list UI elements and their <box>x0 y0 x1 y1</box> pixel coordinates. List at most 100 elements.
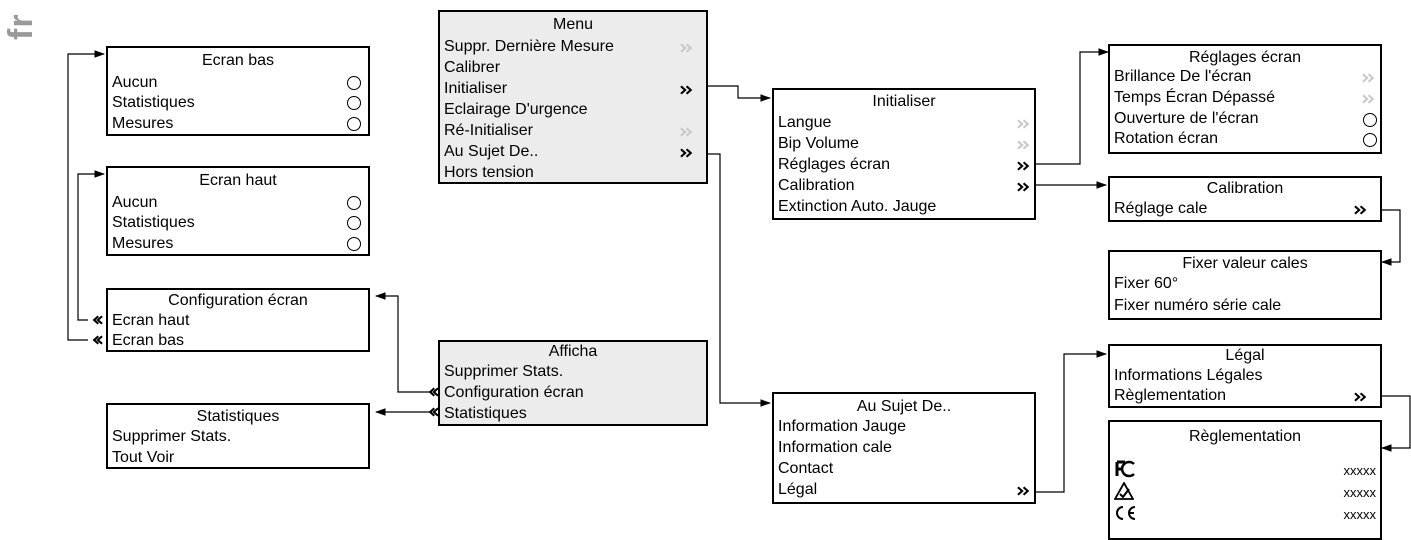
config-ecran-box: Configuration écran Ecran haut Ecran bas <box>106 288 370 352</box>
au-sujet-item[interactable]: Information cale <box>778 439 892 456</box>
radio-circle-icon[interactable] <box>346 195 362 211</box>
chevron-double-right-icon[interactable] <box>1354 205 1369 215</box>
au-sujet-box: Au Sujet De.. Information Jauge Informat… <box>772 392 1036 504</box>
option-item[interactable]: Mesures <box>112 235 174 252</box>
affichage-item[interactable]: Supprimer Stats. <box>444 363 564 380</box>
affichage-title: Afficha <box>548 343 598 360</box>
connector-initialiser-reglages <box>1022 48 1110 165</box>
menu-item[interactable]: Initialiser <box>444 80 508 97</box>
option-item[interactable]: Statistiques <box>112 94 195 111</box>
fixer-item[interactable]: Fixer numéro série cale <box>1114 297 1282 314</box>
affichage-box: Afficha Supprimer Stats. Configuration é… <box>438 340 708 426</box>
menu-title: Menu <box>552 16 594 33</box>
config-ecran-title: Configuration écran <box>168 292 308 309</box>
initialiser-item[interactable]: Bip Volume <box>778 135 859 152</box>
connector-legal-reglementation <box>1368 395 1411 452</box>
option-item[interactable]: Aucun <box>112 74 158 91</box>
connector-calibration-fixer <box>1368 209 1401 266</box>
radio-circle-icon[interactable] <box>346 75 362 91</box>
rcm-value: xxxxx <box>1343 485 1377 500</box>
config-item-ecran-haut[interactable]: Ecran haut <box>112 312 190 329</box>
radio-circle-icon[interactable] <box>346 215 362 231</box>
connector-affichage-config <box>374 292 432 393</box>
reglementation-title: Règlementation <box>1188 428 1302 445</box>
menu-item[interactable]: Suppr. Dernière Mesure <box>444 38 614 55</box>
calibration-title: Calibration <box>1206 180 1284 197</box>
chevron-double-right-icon-gray <box>680 127 695 137</box>
connector-au-sujet-legal <box>1022 350 1108 493</box>
menu-item[interactable]: Au Sujet De.. <box>444 143 539 160</box>
radio-circle-icon[interactable] <box>1362 132 1378 148</box>
calibration-box: Calibration Réglage cale <box>1108 176 1382 222</box>
option-item[interactable]: Aucun <box>112 194 158 211</box>
statistiques-item[interactable]: Tout Voir <box>112 449 175 466</box>
fcc-value: xxxxx <box>1343 463 1377 478</box>
au-sujet-title: Au Sujet De.. <box>856 398 952 415</box>
affichage-item[interactable]: Configuration écran <box>444 384 584 401</box>
chevron-double-left-icon[interactable] <box>424 387 439 397</box>
statistiques-item[interactable]: Supprimer Stats. <box>112 428 232 445</box>
reglages-item[interactable]: Ouverture de l'écran <box>1114 110 1259 127</box>
ecran-bas-title: Ecran bas <box>201 52 275 69</box>
legal-box: Légal Informations Légales Règlementatio… <box>1108 344 1382 408</box>
initialiser-item[interactable]: Langue <box>778 114 832 131</box>
initialiser-item[interactable]: Calibration <box>778 177 855 194</box>
chevron-double-left-icon[interactable] <box>424 407 439 417</box>
connector-config-ecran-bas <box>67 50 106 341</box>
initialiser-item[interactable]: Réglages écran <box>778 156 891 173</box>
menu-item[interactable]: Hors tension <box>444 164 534 181</box>
chevron-double-right-icon[interactable] <box>1017 161 1032 171</box>
menu-item[interactable]: Eclairage D'urgence <box>444 101 588 118</box>
chevron-double-right-icon[interactable] <box>680 148 695 158</box>
connector-menu-initialiser <box>698 85 772 102</box>
legal-item[interactable]: Informations Légales <box>1114 367 1263 384</box>
chevron-double-right-icon-gray <box>1017 140 1032 150</box>
menu-item[interactable]: Calibrer <box>444 59 501 76</box>
menu-item[interactable]: Ré-Initialiser <box>444 122 533 139</box>
chevron-double-left-icon[interactable] <box>88 315 103 325</box>
radio-circle-icon[interactable] <box>346 95 362 111</box>
reglages-ecran-title: Réglages écran <box>1188 49 1302 66</box>
initialiser-title: Initialiser <box>872 93 936 110</box>
ce-mark-icon <box>1116 506 1136 520</box>
au-sujet-item[interactable]: Information Jauge <box>778 418 907 435</box>
reglages-ecran-box: Réglages écran Brillance De l'écran Temp… <box>1108 44 1382 154</box>
affichage-item[interactable]: Statistiques <box>444 405 527 422</box>
chevron-double-left-icon[interactable] <box>88 335 103 345</box>
radio-circle-icon[interactable] <box>346 116 362 132</box>
legal-item[interactable]: Règlementation <box>1114 387 1227 404</box>
chevron-double-right-icon-gray <box>680 43 695 53</box>
au-sujet-item[interactable]: Légal <box>778 481 818 498</box>
ecran-haut-title: Ecran haut <box>199 172 277 189</box>
statistiques-box: Statistiques Supprimer Stats. Tout Voir <box>106 403 370 469</box>
reglementation-box: Règlementation xxxxx xxxxx xxxxx <box>1108 420 1382 540</box>
initialiser-item[interactable]: Extinction Auto. Jauge <box>778 198 937 215</box>
option-item[interactable]: Mesures <box>112 115 174 132</box>
option-item[interactable]: Statistiques <box>112 214 195 231</box>
calibration-item[interactable]: Réglage cale <box>1114 200 1208 217</box>
chevron-double-right-icon-gray <box>1017 119 1032 129</box>
au-sujet-item[interactable]: Contact <box>778 460 834 477</box>
statistiques-title: Statistiques <box>196 408 280 425</box>
chevron-double-right-icon[interactable] <box>1017 486 1032 496</box>
config-item-ecran-bas[interactable]: Ecran bas <box>112 332 185 349</box>
ce-value: xxxxx <box>1343 507 1377 522</box>
chevron-double-right-icon[interactable] <box>1017 182 1032 192</box>
radio-circle-icon[interactable] <box>346 236 362 252</box>
ecran-bas-box: Ecran bas Aucun Statistiques Mesures <box>106 46 370 136</box>
initialiser-box: Initialiser Langue Bip Volume Réglages é… <box>772 88 1036 220</box>
radio-circle-icon[interactable] <box>1362 112 1378 128</box>
fixer-item[interactable]: Fixer 60° <box>1114 275 1179 292</box>
legal-title: Légal <box>1225 347 1265 364</box>
chevron-double-right-icon-gray <box>1362 73 1377 83</box>
connector-config-ecran-haut <box>77 170 106 321</box>
ecran-haut-box: Ecran haut Aucun Statistiques Mesures <box>106 166 370 256</box>
rcm-mark-icon <box>1114 482 1134 500</box>
reglages-item[interactable]: Rotation écran <box>1114 130 1219 147</box>
chevron-double-right-icon[interactable] <box>680 85 695 95</box>
reglages-item[interactable]: Brillance De l'écran <box>1114 68 1252 85</box>
connector-menu-au-sujet <box>698 153 772 407</box>
chevron-double-right-icon[interactable] <box>1354 392 1369 402</box>
reglages-item[interactable]: Temps Écran Dépassé <box>1114 89 1275 106</box>
